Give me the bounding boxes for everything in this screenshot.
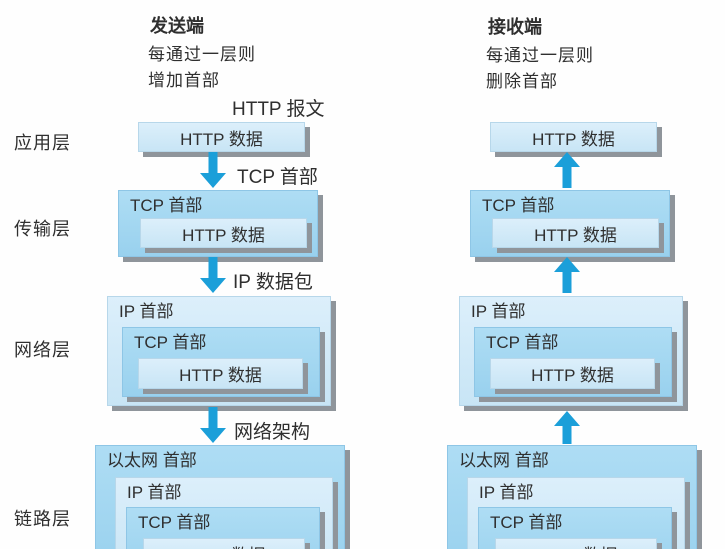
box-tcp-header-label: TCP 首部: [130, 196, 203, 215]
down-arrow-icon: [200, 152, 226, 188]
receiver-link-http-data-box: HTTP 数据: [495, 538, 657, 549]
down-arrow-icon: [200, 407, 226, 443]
box-http-data-label: HTTP 数据: [532, 129, 615, 149]
up-arrow-icon: [554, 411, 580, 444]
box-http-data-label: HTTP 数据: [496, 539, 656, 549]
receiver-network-http-data-box: HTTP 数据: [490, 358, 655, 389]
box-http-data-label: HTTP 数据: [182, 225, 265, 245]
arrow-head: [200, 428, 226, 443]
box-http-data-label: HTTP 数据: [534, 225, 617, 245]
receiver-column-title: 接收端: [488, 17, 542, 37]
sender-transport-http-data-box: HTTP 数据: [140, 218, 307, 248]
arrow-head: [554, 411, 580, 426]
arrow-stem: [562, 425, 572, 444]
layer-label-transport: 传输层: [14, 219, 71, 239]
sender-link-http-data-box: HTTP 数据: [143, 538, 305, 549]
arrow-stem: [208, 257, 218, 279]
box-tcp-header-label: TCP 首部: [138, 513, 211, 532]
arrow-stem: [208, 407, 218, 429]
box-tcp-header-label: TCP 首部: [490, 513, 563, 532]
sender-network-http-data-box: HTTP 数据: [138, 358, 303, 389]
up-arrow-icon: [554, 152, 580, 188]
box-http-data-label: HTTP 数据: [179, 366, 262, 385]
annotation-http-message: HTTP 报文: [232, 99, 325, 120]
receiver-app-http-data-box: HTTP 数据: [490, 122, 657, 152]
sender-subtitle-line1: 每通过一层则: [148, 45, 256, 64]
arrow-stem: [562, 271, 572, 293]
box-ip-header-label: IP 首部: [479, 483, 534, 502]
down-arrow-icon: [200, 257, 226, 293]
box-http-data-label: HTTP 数据: [180, 129, 263, 149]
box-tcp-header-label: TCP 首部: [134, 333, 207, 352]
box-http-data-label: HTTP 数据: [531, 366, 614, 385]
layer-label-network: 网络层: [14, 340, 71, 360]
box-tcp-header-label: TCP 首部: [482, 196, 555, 215]
layer-label-application: 应用层: [14, 133, 71, 153]
box-ethernet-header-label: 以太网 首部: [107, 451, 197, 470]
arrow-head: [554, 257, 580, 272]
box-ethernet-header-label: 以太网 首部: [459, 451, 549, 470]
sender-subtitle-line2: 增加首部: [148, 71, 220, 90]
receiver-subtitle-line1: 每通过一层则: [486, 46, 594, 65]
box-ip-header-label: IP 首部: [127, 483, 182, 502]
box-ip-header-label: IP 首部: [471, 302, 526, 321]
arrow-head: [554, 152, 580, 167]
annotation-tcp-header: TCP 首部: [237, 167, 318, 188]
box-ip-header-label: IP 首部: [119, 302, 174, 321]
arrow-head: [200, 173, 226, 188]
layer-label-link: 链路层: [14, 509, 71, 529]
annotation-network-arch: 网络架构: [234, 422, 311, 443]
box-http-data-label: HTTP 数据: [144, 539, 304, 549]
sender-app-http-data-box: HTTP 数据: [138, 122, 305, 152]
arrow-head: [200, 278, 226, 293]
up-arrow-icon: [554, 257, 580, 293]
annotation-ip-packet: IP 数据包: [233, 272, 313, 293]
arrow-stem: [562, 166, 572, 188]
receiver-subtitle-line2: 删除首部: [486, 72, 558, 91]
sender-column-title: 发送端: [150, 16, 204, 36]
receiver-transport-http-data-box: HTTP 数据: [492, 218, 659, 248]
box-tcp-header-label: TCP 首部: [486, 333, 559, 352]
arrow-stem: [208, 152, 218, 174]
